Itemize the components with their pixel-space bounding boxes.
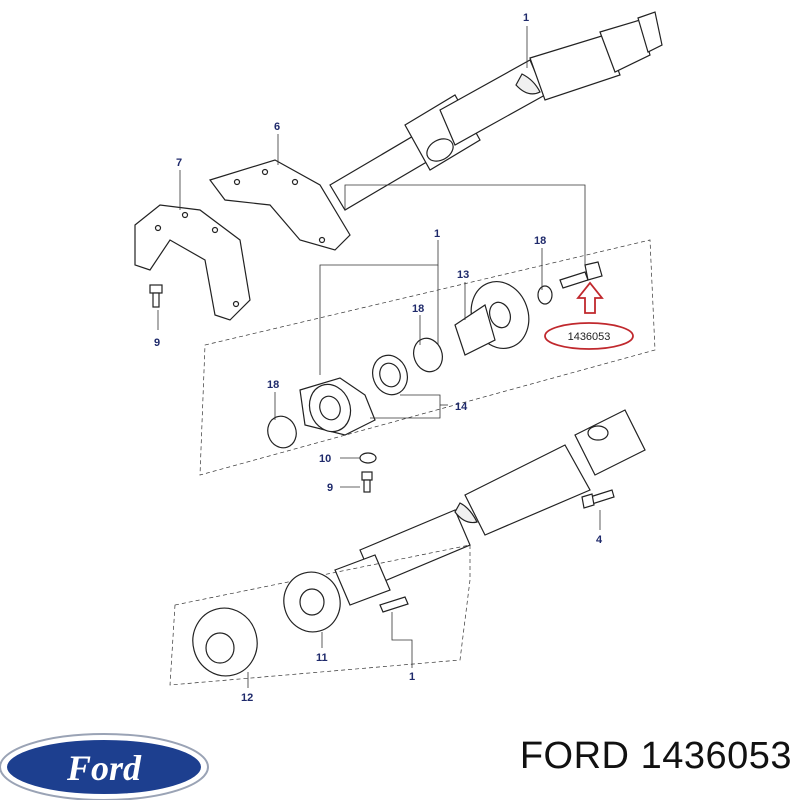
caption-part-number: 1436053 <box>640 735 792 777</box>
part-caption: FORD 1436053 <box>492 735 792 778</box>
part-highlight: 1436053 <box>544 281 634 350</box>
callout-18-b: 18 <box>412 303 424 315</box>
callout-11: 11 <box>316 652 328 664</box>
callout-13: 13 <box>457 269 469 281</box>
callout-9-lower: 9 <box>327 482 333 494</box>
callout-4: 4 <box>596 534 603 546</box>
callout-6: 6 <box>274 121 280 133</box>
callout-1-top: 1 <box>523 12 529 24</box>
lower-flange-assembly <box>192 571 409 677</box>
leader-lines <box>157 26 601 688</box>
bracket-part-6 <box>209 159 351 251</box>
callout-1-bottom: 1 <box>409 671 415 683</box>
callout-18-a: 18 <box>534 235 546 247</box>
top-driveshaft <box>329 11 663 211</box>
callout-1-mid: 1 <box>434 228 440 240</box>
bracket-part-7 <box>134 204 251 321</box>
ford-logo-text: Ford <box>66 748 142 788</box>
callout-12: 12 <box>241 692 253 704</box>
caption-brand: FORD <box>519 735 630 777</box>
callout-9-upper: 9 <box>154 337 160 349</box>
lower-driveshaft <box>334 409 646 606</box>
callout-18-c: 18 <box>267 379 279 391</box>
callouts: 1 6 7 1 18 13 18 18 14 9 10 9 4 11 12 1 <box>154 12 603 704</box>
ford-logo: Ford <box>0 733 209 800</box>
assembly-frame-lower <box>169 544 471 686</box>
callout-14: 14 <box>455 401 468 413</box>
center-bearing-assembly <box>267 261 603 493</box>
callout-7: 7 <box>176 157 182 169</box>
bolt-part-9-upper <box>149 284 163 308</box>
assembly-frame-middle <box>199 239 656 476</box>
callout-10: 10 <box>319 453 331 465</box>
highlight-part-number: 1436053 <box>568 331 611 343</box>
